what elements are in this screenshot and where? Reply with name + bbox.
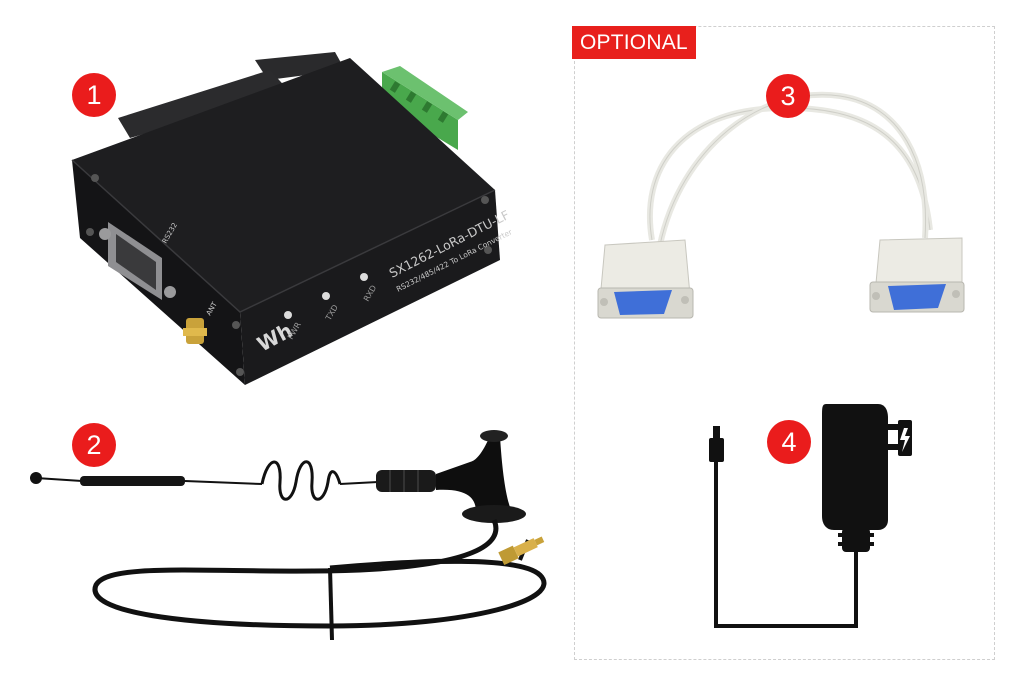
item-number-badge-1: 1 bbox=[72, 73, 116, 117]
db9-port bbox=[99, 222, 176, 300]
magnetic-antenna bbox=[30, 430, 547, 641]
rxd-led bbox=[360, 273, 368, 281]
txd-led bbox=[322, 292, 330, 300]
serial-cable bbox=[597, 91, 965, 319]
optional-label: OPTIONAL bbox=[572, 26, 696, 59]
pwr-led bbox=[284, 311, 292, 319]
terminal-block bbox=[382, 66, 468, 150]
item-number-badge-2: 2 bbox=[72, 423, 116, 467]
optional-items-box bbox=[574, 26, 995, 660]
lightning-bolt-icon bbox=[900, 428, 910, 452]
lora-dtu-device: Wh SX1262-LoRa-DTU-LF RS232/485/422 To L… bbox=[71, 52, 514, 385]
db9-female-right bbox=[869, 237, 965, 313]
sma-plug bbox=[498, 536, 545, 566]
sma-connector bbox=[183, 318, 207, 344]
db9-female-left bbox=[597, 239, 694, 319]
item-number-badge-4: 4 bbox=[767, 420, 811, 464]
power-adapter bbox=[709, 404, 912, 628]
item-number-badge-3: 3 bbox=[766, 74, 810, 118]
